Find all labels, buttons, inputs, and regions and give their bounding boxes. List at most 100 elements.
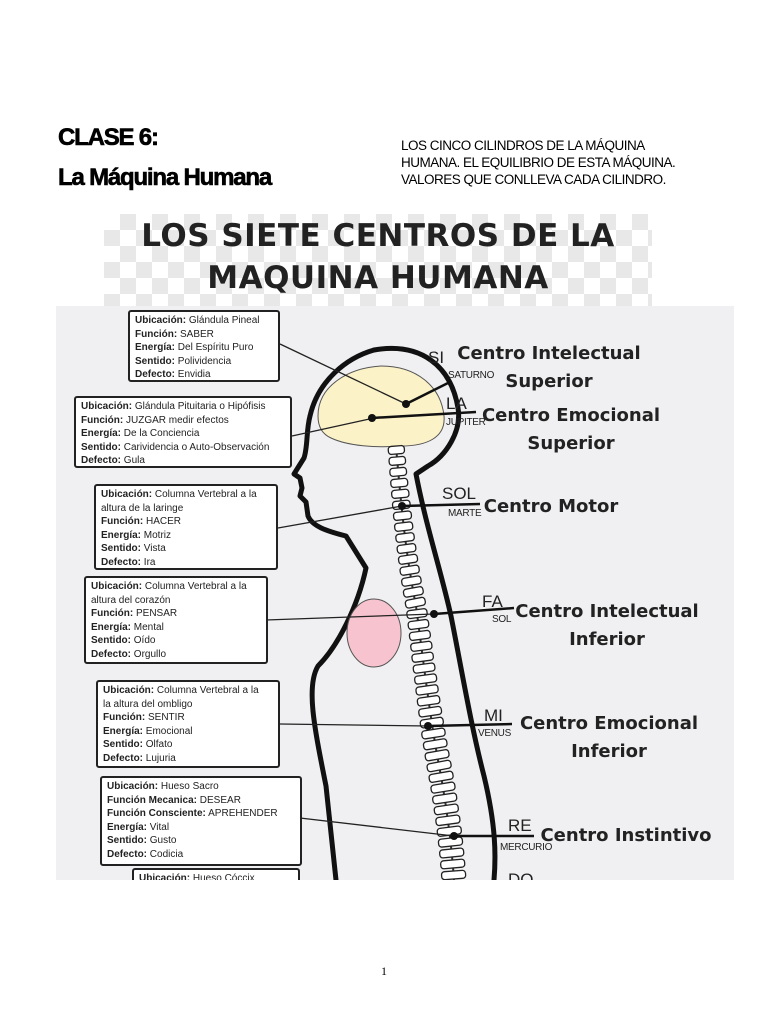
info-key: Defecto: <box>101 556 142 568</box>
heart-shape <box>346 598 402 668</box>
info-key: Ubicación: <box>91 581 143 592</box>
vertebra <box>432 792 458 805</box>
info-key: Ubicación: <box>139 873 191 880</box>
info-value: Vital <box>147 821 170 833</box>
info-key: Energía: <box>101 529 142 541</box>
note-label: SOL <box>442 484 477 503</box>
info-key: Energía: <box>81 428 122 439</box>
vertebra <box>407 618 430 631</box>
body-illustration <box>265 343 534 880</box>
info-line: Función Mecanica: DESEAR <box>107 794 295 808</box>
info-line: Energía: Motriz <box>101 529 271 543</box>
vertebra <box>390 488 410 499</box>
center-lines <box>371 380 534 838</box>
center-name: Centro Emocional Inferior <box>512 710 706 766</box>
center-name: Centro Intelectual Superior <box>454 340 644 396</box>
info-value: Carividencia o Auto-Observación <box>121 441 270 453</box>
info-line: Defecto: Lujuria <box>103 752 273 766</box>
spine-vertebrae <box>387 444 467 880</box>
vertebra <box>392 510 413 521</box>
info-key: Defecto: <box>107 848 148 860</box>
center-name-line2: Superior <box>527 433 615 454</box>
vertebra <box>424 749 450 762</box>
vertebra <box>404 596 427 609</box>
info-value: SABER <box>177 328 214 340</box>
info-line: Energía: Emocional <box>103 725 273 739</box>
info-key: Sentido: <box>101 543 141 554</box>
vertebra <box>421 727 446 740</box>
info-line: Defecto: Envidia <box>135 368 273 380</box>
info-value: Columna Vertebral a la <box>154 685 259 696</box>
vertebra <box>435 814 461 827</box>
vertebra <box>399 564 420 576</box>
info-line: Sentido: Gusto <box>107 834 295 848</box>
planet-label: VENUS <box>478 728 511 739</box>
info-key: Defecto: <box>81 455 122 466</box>
info-line: Ubicación: Glándula Pineal <box>135 314 273 328</box>
info-key: Función Consciente: <box>107 808 206 819</box>
info-key: Energía: <box>91 621 132 633</box>
note-label: FA <box>482 592 503 611</box>
note-label: LA <box>446 394 467 413</box>
vertebra <box>389 466 408 478</box>
info-line: Sentido: Carividencia o Auto-Observación <box>81 441 285 455</box>
info-value: Polividencia <box>175 355 232 367</box>
info-value: Motriz <box>141 529 172 541</box>
vertebra <box>388 455 407 466</box>
info-value: Codicia <box>147 848 184 860</box>
note-label: SI <box>428 348 445 367</box>
page-title-line1: CLASE 6: <box>58 124 160 152</box>
vertebra <box>408 629 432 641</box>
info-value: Orgullo <box>131 648 167 660</box>
vertebra <box>415 684 439 696</box>
info-value: Hueso Cóccix <box>190 873 255 880</box>
info-key: Ubicación: <box>81 401 133 412</box>
connector-lines <box>265 343 455 837</box>
planet-label: JUPITER <box>446 417 486 428</box>
center-name-line1: Centro Emocional <box>481 405 661 426</box>
info-line: Función: SABER <box>135 328 273 342</box>
vertebra <box>393 521 414 532</box>
center-name-line1: Centro Instintivo <box>540 825 712 846</box>
center-name-line2: Inferior <box>569 629 645 650</box>
info-key: Defecto: <box>135 369 176 380</box>
vertebra <box>426 759 452 773</box>
info-value: Del Espíritu Puro <box>175 342 254 353</box>
info-line: Energía: Del Espíritu Puro <box>135 341 273 355</box>
info-value: SENTIR <box>145 712 185 723</box>
vertebra <box>397 553 419 565</box>
class-description: LOS CINCO CILINDROS DE LA MÁQUINA HUMANA… <box>401 137 741 188</box>
info-value: Emocional <box>143 725 193 737</box>
vertebra <box>395 532 415 543</box>
info-line: Sentido: Olfato <box>103 738 273 752</box>
body-silhouette-front <box>291 347 377 880</box>
note-label: RE <box>508 816 532 835</box>
info-value: Vista <box>141 543 166 554</box>
info-key: Defecto: <box>91 648 132 660</box>
info-key: Defecto: <box>103 752 144 764</box>
description-line: VALORES QUE CONLLEVA CADA CILINDRO. <box>401 172 666 187</box>
info-value: De la Conciencia <box>121 428 200 439</box>
vertebra <box>428 770 454 783</box>
info-line: Ubicación: Glándula Pituitaria o Hipófis… <box>81 400 285 414</box>
description-line: HUMANA. EL EQUILIBRIO DE ESTA MÁQUINA. <box>401 155 676 170</box>
info-key: Sentido: <box>91 635 131 646</box>
center-dots <box>368 400 458 840</box>
note-label: MI <box>484 706 503 725</box>
vertebra <box>396 543 417 554</box>
vertebra <box>387 444 406 456</box>
info-key: Energía: <box>107 821 148 833</box>
planet-label: SATURNO <box>448 370 495 381</box>
info-value: Mental <box>131 621 164 633</box>
info-key: Sentido: <box>103 739 143 750</box>
info-value: HACER <box>143 516 182 527</box>
banner-title-line2: MAQUINA HUMANA <box>207 260 549 296</box>
info-key: Función: <box>103 712 146 723</box>
center-name: Centro Instintivo <box>536 822 716 850</box>
center-name: Centro Motor <box>480 493 622 521</box>
vertebra <box>430 781 456 794</box>
